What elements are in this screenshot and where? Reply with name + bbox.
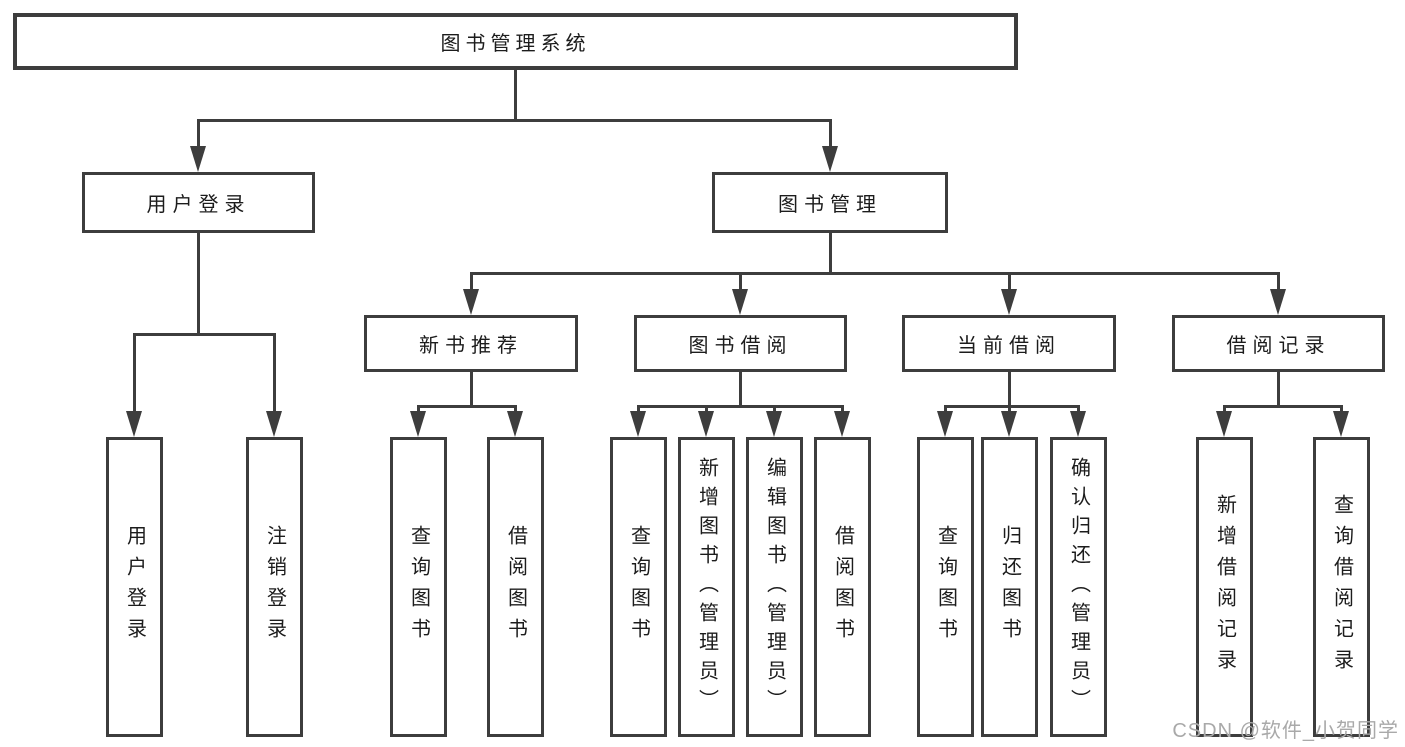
leaf-logout: 注销登录 [246,437,303,737]
connector-line [1277,272,1280,292]
connector-line [637,405,640,414]
node-book-borrowing: 图书借阅 [634,315,847,372]
node-borrowing-records: 借阅记录 [1172,315,1385,372]
connector-line [197,119,832,122]
connector-line [829,119,832,149]
connector-line [739,272,742,292]
connector-line [470,372,473,407]
arrow-down-icon [463,289,479,315]
leaf-edit-books-admin: 编辑图书（管理员） [746,437,803,737]
leaf-borrow-books: 借阅图书 [814,437,871,737]
node-label: 图书借阅 [688,335,793,357]
arrow-down-icon [732,289,748,315]
node-label: 借阅记录 [1226,335,1331,357]
leaf-query-borrow-record: 查询借阅记录 [1313,437,1370,737]
connector-line [514,405,517,414]
connector-line [197,233,200,335]
connector-line [773,405,776,414]
connector-line [417,405,420,414]
connector-line [1223,405,1226,414]
node-label: 图书管理 [778,194,882,216]
arrow-down-icon [1001,289,1017,315]
leaf-label: 用户登录 [123,525,146,649]
watermark: CSDN @软件_小贺同学 [1172,720,1399,742]
leaf-return-books: 归还图书 [981,437,1038,737]
connector-line [1008,372,1011,407]
leaf-label: 借阅图书 [831,525,854,649]
arrow-down-icon [410,411,426,437]
connector-line [1223,405,1343,408]
connector-line [1008,272,1011,292]
connector-line [470,272,1280,275]
node-label: 用户登录 [146,194,251,216]
connector-line [417,405,517,408]
connector-line [944,405,1080,408]
leaf-query-books-current: 查询图书 [917,437,974,737]
connector-line [841,405,844,414]
leaf-label: 查询借阅记录 [1330,494,1353,680]
leaf-confirm-return-admin: 确认归还（管理员） [1050,437,1107,737]
arrow-down-icon [507,411,523,437]
leaf-label: 归还图书 [998,525,1021,649]
connector-line [197,119,200,149]
arrow-down-icon [937,411,953,437]
arrow-down-icon [1216,411,1232,437]
connector-line [514,70,517,121]
leaf-label: 确认归还（管理员） [1067,456,1090,718]
arrow-down-icon [190,146,206,172]
node-label: 新书推荐 [419,335,523,357]
leaf-user-login: 用户登录 [106,437,163,737]
arrow-down-icon [766,411,782,437]
leaf-label: 借阅图书 [504,525,527,649]
node-book-management: 图书管理 [712,172,948,233]
arrow-down-icon [266,411,282,437]
leaf-query-books-recommend: 查询图书 [390,437,447,737]
leaf-label: 查询图书 [407,525,430,649]
connector-line [1077,405,1080,414]
leaf-label: 查询图书 [934,525,957,649]
leaf-label: 编辑图书（管理员） [763,456,786,718]
connector-line [470,272,473,292]
arrow-down-icon [834,411,850,437]
leaf-label: 新增借阅记录 [1213,494,1236,680]
node-current-borrowing: 当前借阅 [902,315,1116,372]
arrow-down-icon [822,146,838,172]
leaf-query-books-borrowing: 查询图书 [610,437,667,737]
leaf-label: 注销登录 [263,525,286,649]
connector-line [637,405,844,408]
connector-line [273,333,276,413]
arrow-down-icon [1001,411,1017,437]
node-library-management-system: 图书管理系统 [13,13,1018,70]
node-label: 当前借阅 [957,335,1061,357]
leaf-label: 查询图书 [627,525,650,649]
arrow-down-icon [698,411,714,437]
connector-line [1008,405,1011,414]
connector-line [133,333,136,413]
leaf-label: 新增图书（管理员） [695,456,718,718]
arrow-down-icon [1333,411,1349,437]
node-new-book-recommendation: 新书推荐 [364,315,578,372]
leaf-borrow-books-recommend: 借阅图书 [487,437,544,737]
connector-line [1340,405,1343,414]
connector-line [944,405,947,414]
leaf-add-borrow-record: 新增借阅记录 [1196,437,1253,737]
connector-line [829,233,832,274]
arrow-down-icon [1270,289,1286,315]
connector-line [1277,372,1280,407]
connector-line [739,372,742,407]
leaf-add-books-admin: 新增图书（管理员） [678,437,735,737]
arrow-down-icon [630,411,646,437]
connector-line [705,405,708,414]
arrow-down-icon [126,411,142,437]
node-label: 图书管理系统 [440,33,591,55]
arrow-down-icon [1070,411,1086,437]
connector-line [133,333,275,336]
node-user-login: 用户登录 [82,172,315,233]
